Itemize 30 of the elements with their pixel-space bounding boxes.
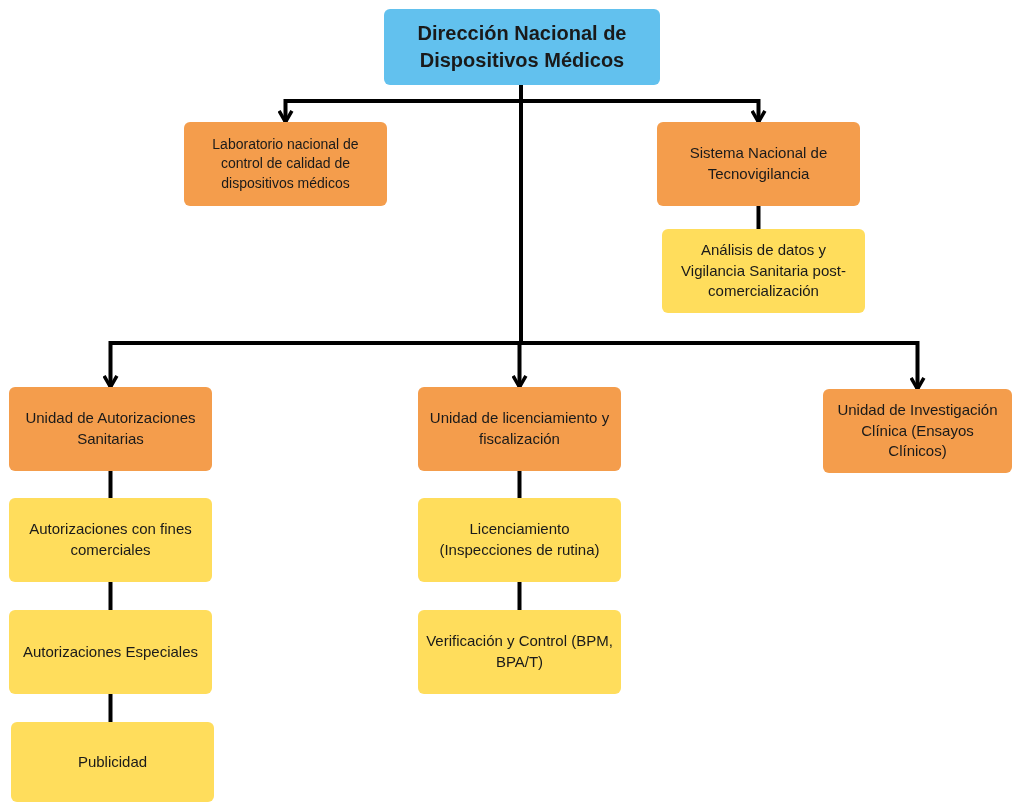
- connector-line: [108, 582, 113, 610]
- subunit-box: [9, 498, 212, 582]
- connector-line: [108, 694, 113, 722]
- subunit-box: [662, 229, 865, 313]
- unit-box: [657, 122, 860, 206]
- connector-line: [108, 471, 113, 498]
- node-label: Dirección Nacional de Dispositivos Médicos: [416, 20, 628, 73]
- node-label: Unidad de licenciamiento y fiscalización: [428, 408, 611, 449]
- node-label: Unidad de Investigación Clínica (Ensayos Clínicos): [836, 400, 999, 462]
- director-box: [384, 9, 660, 85]
- connector-line: [756, 206, 761, 229]
- node-label: Sistema Nacional de Tecnovigilancia: [688, 143, 829, 184]
- connector-line: [517, 471, 522, 498]
- unit-box: [823, 389, 1012, 473]
- subunit-box: [9, 610, 212, 694]
- connector-line: [517, 582, 522, 610]
- node-label: Autorizaciones Especiales: [22, 641, 199, 662]
- node-label: Verificación y Control (BPM, BPA/T): [426, 631, 613, 672]
- subunit-box: [11, 722, 214, 802]
- unit-box: [184, 122, 387, 206]
- node-label: Licenciamiento (Inspecciones de rutina): [438, 519, 601, 560]
- node-label: Laboratorio nacional de control de calidad de dispositivos médicos: [211, 135, 360, 193]
- node-label: Autorizaciones con fines comerciales: [28, 519, 193, 560]
- subunit-box: [418, 498, 621, 582]
- unit-box: [418, 387, 621, 471]
- node-label: Análisis de datos y Vigilancia Sanitaria post-comercialización: [680, 240, 847, 302]
- node-label: Unidad de Autorizaciones Sanitarias: [24, 408, 197, 449]
- unit-box: [9, 387, 212, 471]
- node-label: Publicidad: [77, 751, 148, 772]
- subunit-box: [418, 610, 621, 694]
